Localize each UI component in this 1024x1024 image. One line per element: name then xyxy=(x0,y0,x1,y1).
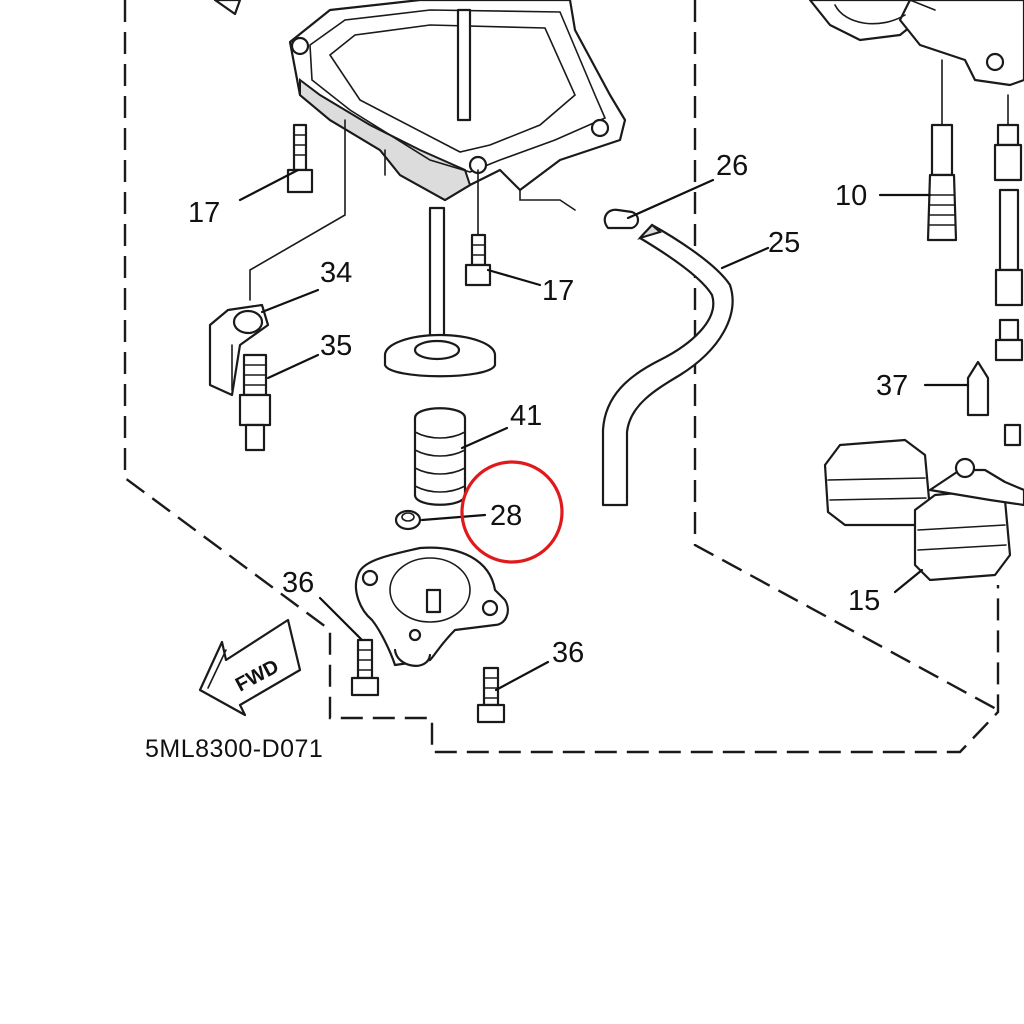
float xyxy=(823,438,1024,582)
screw-17-left xyxy=(286,123,314,194)
callout-10: 10 xyxy=(835,180,867,212)
callout-25: 25 xyxy=(768,227,800,259)
forward-arrow-icon: FWD xyxy=(198,618,302,717)
diagram-code: 5ML8300-D071 xyxy=(145,735,323,763)
assembly-boundary xyxy=(123,0,1000,754)
spring xyxy=(413,407,467,506)
leader-lines xyxy=(238,0,970,692)
float-chamber-body xyxy=(213,0,627,211)
callout-36-right: 36 xyxy=(552,637,584,669)
carburetor-body xyxy=(808,0,1024,87)
screw-17-right xyxy=(464,169,492,287)
highlight-circle xyxy=(460,460,564,564)
callouts: 17 17 25 26 28 10 34 35 36 36 37 41 15 xyxy=(188,150,908,669)
screw-36-left xyxy=(350,638,380,697)
callout-28: 28 xyxy=(490,500,522,532)
plate xyxy=(208,303,270,397)
screw-35 xyxy=(238,353,272,452)
pump-cover xyxy=(354,546,509,667)
callout-41: 41 xyxy=(510,400,542,432)
callout-15: 15 xyxy=(848,585,880,617)
callout-36-left: 36 xyxy=(282,567,314,599)
callout-26: 26 xyxy=(716,150,748,182)
drain-hose xyxy=(601,223,734,507)
callout-34: 34 xyxy=(320,257,352,289)
callout-35: 35 xyxy=(320,330,352,362)
accelerator-pump-rod xyxy=(383,206,497,378)
hose-clamp xyxy=(603,208,640,230)
callout-17-left: 17 xyxy=(188,197,220,229)
callout-37: 37 xyxy=(876,370,908,402)
spacer xyxy=(394,509,422,531)
callout-17-right: 17 xyxy=(542,275,574,307)
pilot-screw-assembly xyxy=(926,59,1024,447)
screw-36-right xyxy=(476,666,506,724)
